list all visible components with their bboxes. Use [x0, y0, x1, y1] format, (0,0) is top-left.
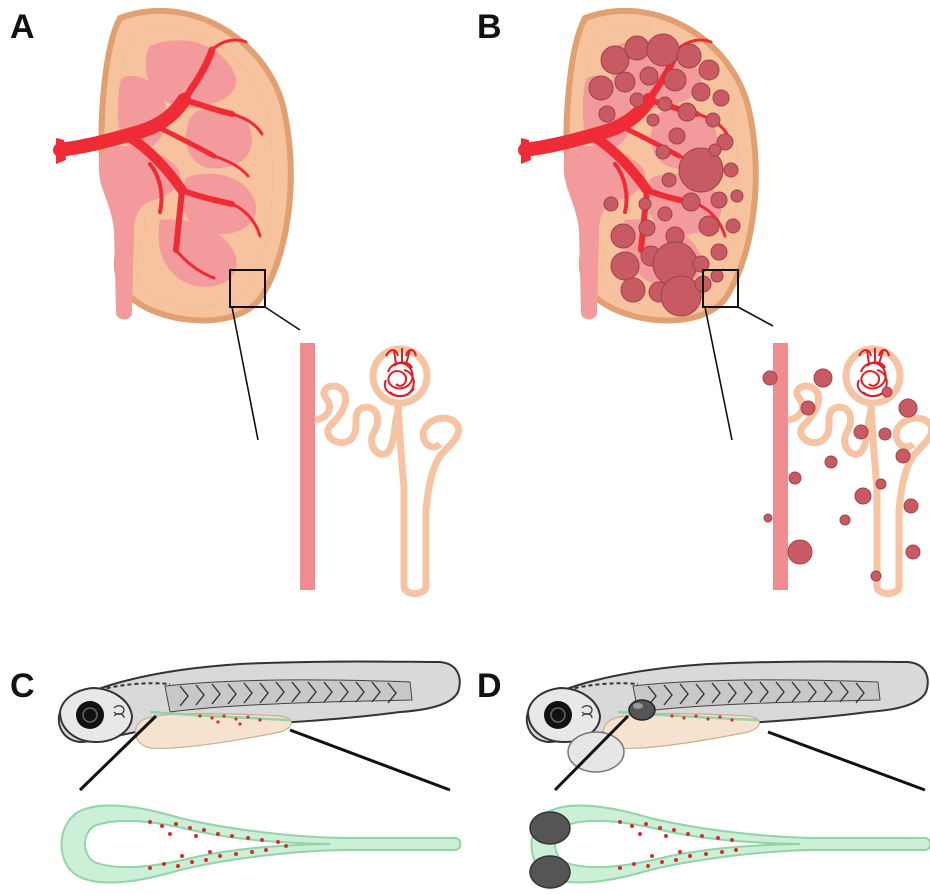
zoom-line	[265, 307, 300, 330]
pericardial-edema	[568, 732, 624, 772]
zoom-line	[705, 307, 732, 440]
panel-label-c: C	[10, 667, 35, 705]
panel-b: B	[477, 8, 930, 594]
panel-label-a: A	[10, 8, 35, 46]
panel-a: A	[10, 8, 459, 594]
pronephros-dorsal-view-cystic	[530, 805, 930, 888]
cystic-nephron	[763, 343, 930, 594]
zebrafish-larva-cystic	[527, 662, 928, 773]
zebrafish-larva	[59, 662, 460, 749]
zoom-line	[738, 307, 773, 326]
panel-label-b: B	[477, 8, 502, 46]
healthy-nephron	[300, 343, 459, 594]
healthy-kidney	[56, 11, 291, 321]
panel-label-d: D	[477, 667, 502, 705]
panel-d: D	[477, 662, 930, 889]
pronephros-dorsal-view	[62, 805, 461, 882]
pronephric-cyst	[629, 700, 655, 720]
zoom-line	[768, 732, 925, 790]
panel-c: C	[10, 662, 460, 883]
zoom-line	[232, 307, 258, 440]
polycystic-kidney	[521, 11, 756, 321]
zoom-line	[290, 730, 450, 790]
